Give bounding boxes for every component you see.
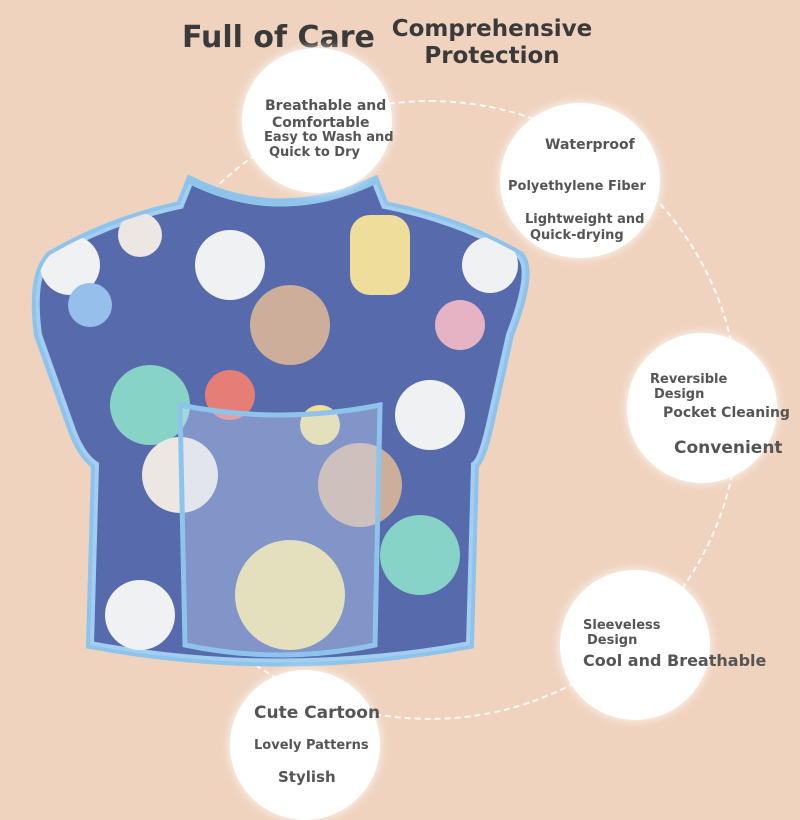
feature-text: Breathable and: [265, 98, 387, 114]
feature-text: Lightweight and: [525, 212, 645, 227]
title-left: Full of Care: [182, 20, 375, 55]
feature-text: Comfortable: [272, 115, 370, 131]
feature-text: Waterproof: [545, 137, 635, 153]
feature-waterproof-bubble: Waterproof Polyethylene Fiber Lightweigh…: [500, 103, 660, 258]
feature-text: Easy to Wash and: [264, 130, 394, 145]
header: Full of Care Comprehensive Protection: [0, 14, 800, 74]
feature-text: Polyethylene Fiber: [508, 179, 646, 194]
feature-text: Quick to Dry: [269, 145, 360, 160]
feature-text: Quick-drying: [530, 228, 624, 243]
feature-text: Design: [587, 633, 638, 648]
feature-text: Sleeveless: [583, 618, 661, 633]
feature-text: Cute Cartoon: [254, 703, 381, 723]
feature-sleeveless-bubble: Sleeveless Design Cool and Breathable: [560, 570, 766, 720]
feature-text: Pocket Cleaning: [663, 405, 790, 421]
feature-text: Design: [654, 387, 705, 402]
feature-breathable-bubble: Breathable and Comfortable Easy to Wash …: [242, 48, 394, 193]
feature-cartoon-bubble: Cute Cartoon Lovely Patterns Stylish: [230, 670, 380, 820]
feature-text: Lovely Patterns: [254, 738, 369, 753]
feature-text: Stylish: [278, 768, 336, 786]
bib-illustration: [31, 174, 530, 667]
feature-text: Reversible: [650, 372, 728, 387]
feature-text: Convenient: [674, 438, 783, 458]
feature-text: Cool and Breathable: [583, 651, 767, 670]
feature-reversible-bubble: Reversible Design Pocket Cleaning Conven…: [627, 333, 790, 483]
title-right: Comprehensive Protection: [391, 16, 593, 69]
bib-image: [30, 174, 530, 675]
